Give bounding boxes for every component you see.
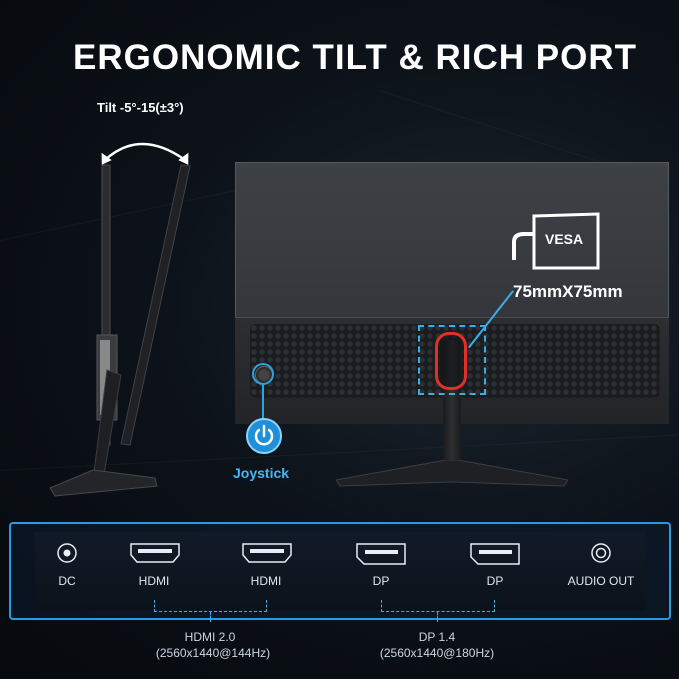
port-label-dc: DC: [58, 574, 76, 588]
tilt-label: Tilt -5°-15(±3°): [97, 100, 184, 115]
dp-spec-mode: (2560x1440@180Hz): [379, 646, 495, 660]
dc-jack-icon: [57, 543, 77, 563]
hdmi-bracket: [154, 600, 267, 612]
vesa-mount-area: [418, 325, 486, 395]
tilt-arrow-left-icon: [101, 152, 112, 165]
dp-bracket: [381, 600, 495, 612]
vesa-icon-text: VESA: [545, 231, 584, 247]
power-icon: [246, 418, 282, 454]
dp-bracket-stem: [437, 612, 438, 622]
port-label-hdmi-1: HDMI: [138, 574, 170, 588]
hdmi-port-icon: [242, 543, 292, 563]
hdmi-spec-mode: (2560x1440@144Hz): [155, 646, 271, 660]
joystick-label: Joystick: [233, 465, 290, 481]
tilt-arrow-right-icon: [178, 152, 189, 165]
port-label-audio-out: AUDIO OUT: [567, 574, 635, 588]
tilt-arc: [104, 142, 186, 162]
vesa-mount-icon: [512, 212, 600, 270]
vesa-size-label: 75mmX75mm: [513, 282, 623, 301]
hdmi-port-icon: [130, 543, 180, 563]
displayport-icon: [356, 543, 406, 565]
joystick-highlight-ring: [252, 363, 274, 385]
port-label-dp-1: DP: [372, 574, 390, 588]
dp-spec-version: DP 1.4: [418, 630, 456, 644]
port-label-hdmi-2: HDMI: [250, 574, 282, 588]
monitor-panel-tilted: [120, 164, 191, 446]
stand-mount-highlight: [435, 332, 467, 390]
stand-base: [336, 460, 568, 487]
page-title: ERGONOMIC TILT & RICH PORT: [73, 38, 637, 77]
hdmi-bracket-stem: [210, 612, 211, 622]
audio-jack-icon: [591, 543, 611, 563]
stand-base-side: [49, 469, 158, 497]
ports-panel-inner: [35, 532, 645, 610]
side-view-monitor: [49, 142, 191, 497]
joystick-connector-line: [262, 385, 264, 419]
hdmi-spec-version: HDMI 2.0: [184, 630, 236, 644]
displayport-icon: [470, 543, 520, 565]
port-label-dp-2: DP: [486, 574, 504, 588]
